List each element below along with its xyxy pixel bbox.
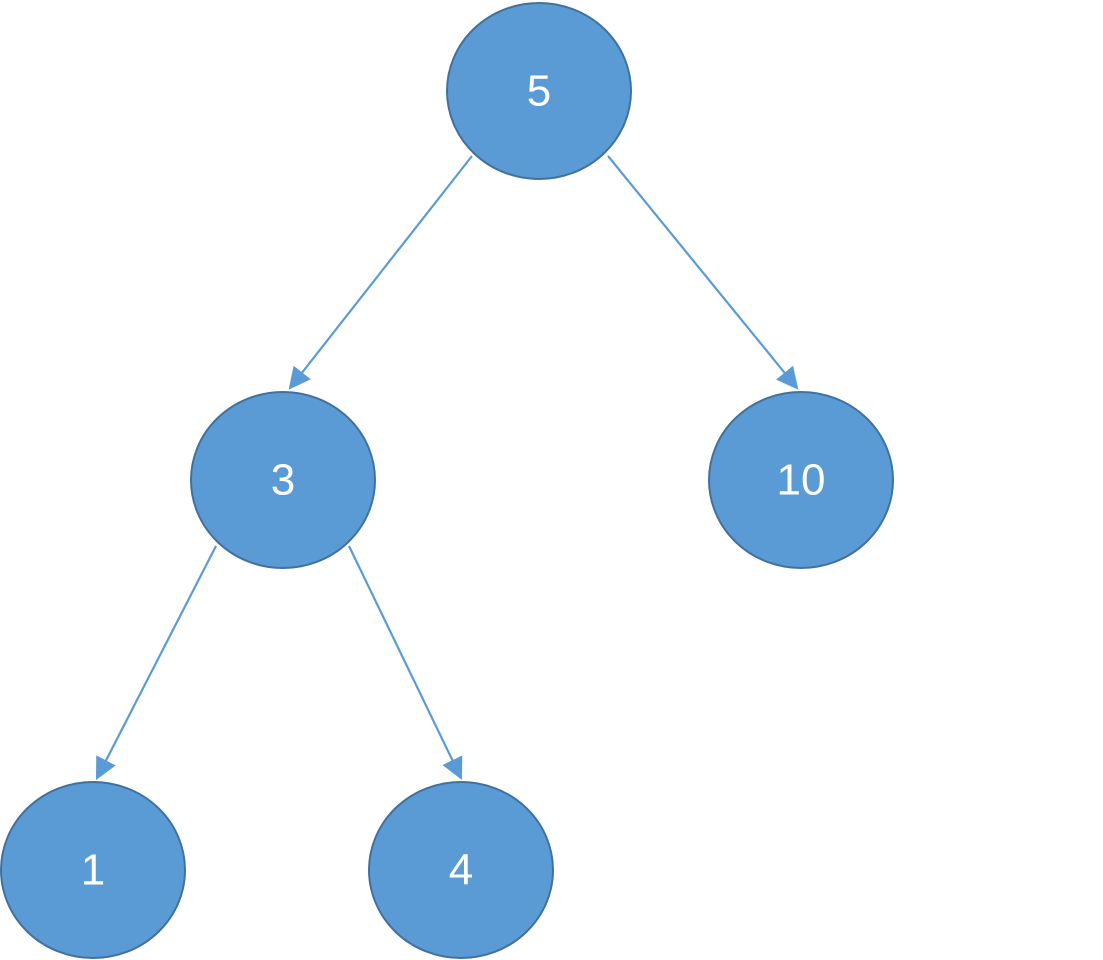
edges-group: [95, 155, 799, 780]
node-circle: [446, 2, 632, 180]
edge-3-to-4: [348, 545, 463, 780]
tree-node-4: 4: [368, 781, 554, 959]
node-label: 5: [527, 67, 551, 116]
edge-3-to-1: [95, 545, 217, 780]
node-label: 1: [81, 846, 105, 895]
tree-node-5: 5: [446, 2, 632, 180]
edge-5-to-10: [607, 155, 799, 390]
node-circle: [190, 391, 376, 569]
node-label: 3: [271, 456, 295, 505]
node-label: 4: [449, 846, 473, 895]
node-label: 10: [777, 456, 826, 505]
node-circle: [368, 781, 554, 959]
tree-node-10: 10: [708, 391, 894, 569]
node-circle: [708, 391, 894, 569]
tree-node-3: 3: [190, 391, 376, 569]
node-circle: [0, 781, 186, 959]
tree-node-1: 1: [0, 781, 186, 959]
edge-5-to-3: [288, 155, 473, 390]
